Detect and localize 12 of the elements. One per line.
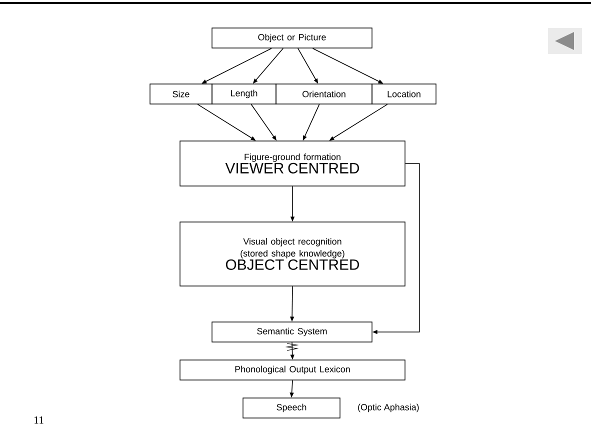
- process-box: Visual object recognition (stored shape knowledge) OBJECT CENTRED: [180, 222, 406, 286]
- process-box: Length: [212, 84, 276, 104]
- page-number: 11: [34, 416, 44, 424]
- note-text: (Optic Aphasia): [358, 404, 419, 412]
- process-box: Object or Picture: [212, 28, 372, 48]
- process-box: Phonological Output Lexicon: [180, 360, 406, 380]
- process-box: Semantic System: [212, 322, 372, 342]
- process-box: Orientation: [276, 84, 372, 104]
- process-box: Figure-ground formation VIEWER CENTRED: [180, 140, 406, 186]
- process-box: Size: [150, 84, 212, 104]
- process-box: Speech: [242, 398, 340, 418]
- process-box: Location: [372, 84, 436, 104]
